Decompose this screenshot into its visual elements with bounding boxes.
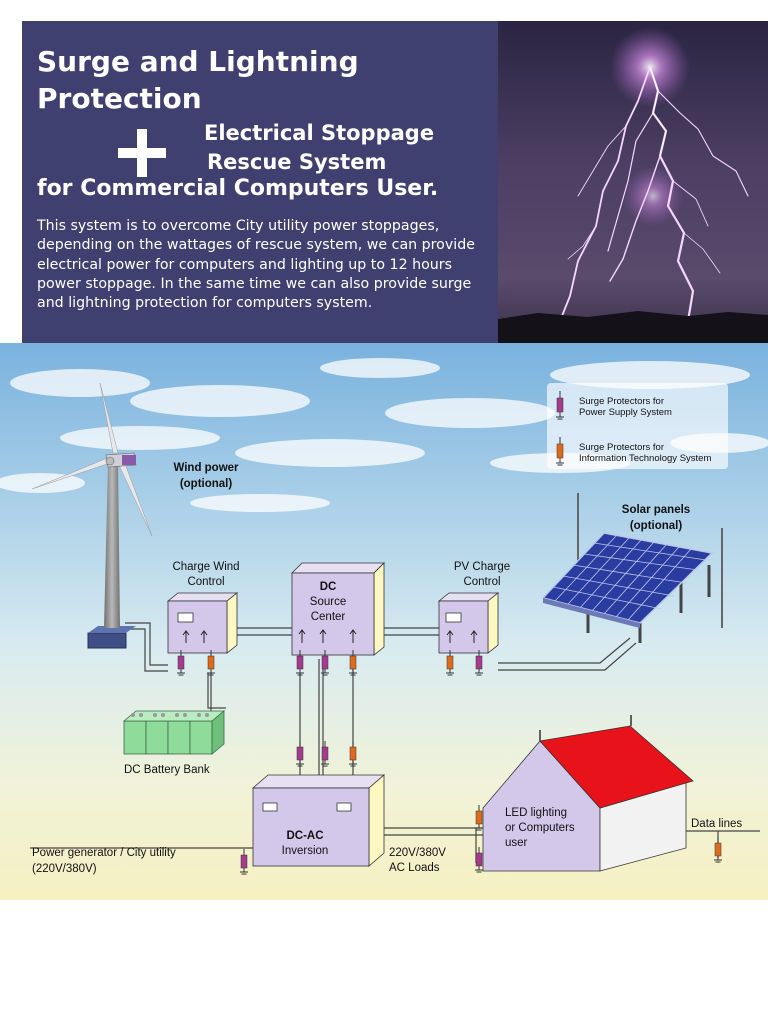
data-lines-label: Data lines xyxy=(691,818,742,830)
legend: Surge Protectors for Power Supply System… xyxy=(547,383,728,469)
generator-label: Power generator / City utility xyxy=(32,847,176,859)
led-lighting-label: LED lighting xyxy=(505,807,567,819)
surge-protector-icon xyxy=(475,650,483,676)
battery-bank-icon xyxy=(122,710,226,755)
ac-loads-label: AC Loads xyxy=(389,862,440,874)
surge-protector-icon xyxy=(296,650,304,676)
surge-protector-icon xyxy=(177,650,185,676)
title-main: Surge and Lightning Protection xyxy=(37,45,359,115)
surge-protector-icon xyxy=(349,650,357,676)
surge-protectors xyxy=(177,650,722,875)
dc-center-label: Center xyxy=(311,611,346,623)
dc-source-center-box xyxy=(291,562,385,656)
pv-charge-label-2: Control xyxy=(463,576,500,588)
generator-voltage-label: (220V/380V) xyxy=(32,863,97,875)
surge-protector-icon xyxy=(321,650,329,676)
computers-label: or Computers xyxy=(505,822,575,834)
charge-wind-control-box xyxy=(166,592,239,654)
legend-power-label-1: Surge Protectors for xyxy=(579,396,664,407)
ac-loads-voltage-label: 220V/380V xyxy=(389,847,446,859)
wind-power-optional: (optional) xyxy=(180,478,233,490)
intro-text: This system is to overcome City utility … xyxy=(37,218,475,312)
dcac-label: DC-AC xyxy=(286,830,323,842)
surge-protector-icon xyxy=(475,847,483,873)
inversion-label: Inversion xyxy=(282,845,329,857)
surge-protector-icon xyxy=(714,837,722,863)
user-label: user xyxy=(505,837,528,849)
wind-turbine-icon xyxy=(31,382,153,649)
legend-power-label-2: Power Supply System xyxy=(579,407,672,418)
surge-protector-icon xyxy=(446,650,454,676)
legend-it-label-2: Information Technology System xyxy=(579,453,711,464)
dc-ac-inversion-box xyxy=(251,774,386,867)
pv-charge-label-1: PV Charge xyxy=(454,561,510,573)
legend-it-label-1: Surge Protectors for xyxy=(579,442,664,453)
solar-panels-label: Solar panels xyxy=(622,504,690,516)
surge-protector-icon xyxy=(240,849,248,875)
header-panel: Surge and Lightning Protection Electrica… xyxy=(22,21,498,343)
surge-protector-icon xyxy=(475,805,483,831)
pv-charge-control-box xyxy=(437,592,500,654)
wind-power-label: Wind power xyxy=(173,462,239,474)
dc-label: DC xyxy=(320,581,337,593)
solar-panels-icon xyxy=(541,493,723,643)
surge-protector-icon xyxy=(321,741,329,767)
title-secondary: for Commercial Computers User. xyxy=(37,176,439,201)
subtitle: Electrical Stoppage Rescue System xyxy=(204,121,435,174)
legend-it-icon xyxy=(556,437,564,466)
legend-power-icon xyxy=(556,391,564,420)
surge-protector-icon xyxy=(207,650,215,676)
lightning-photo xyxy=(498,21,768,343)
dc-source-label: Source xyxy=(310,596,346,608)
charge-wind-label-2: Control xyxy=(187,576,224,588)
plus-icon xyxy=(118,129,166,177)
surge-protector-icon xyxy=(349,741,357,767)
house-icon xyxy=(482,715,694,872)
solar-panels-optional: (optional) xyxy=(630,520,683,532)
battery-label: DC Battery Bank xyxy=(124,764,210,776)
charge-wind-label-1: Charge Wind xyxy=(172,561,239,573)
system-diagram: Surge Protectors for Power Supply System… xyxy=(0,343,768,900)
surge-protector-icon xyxy=(296,741,304,767)
